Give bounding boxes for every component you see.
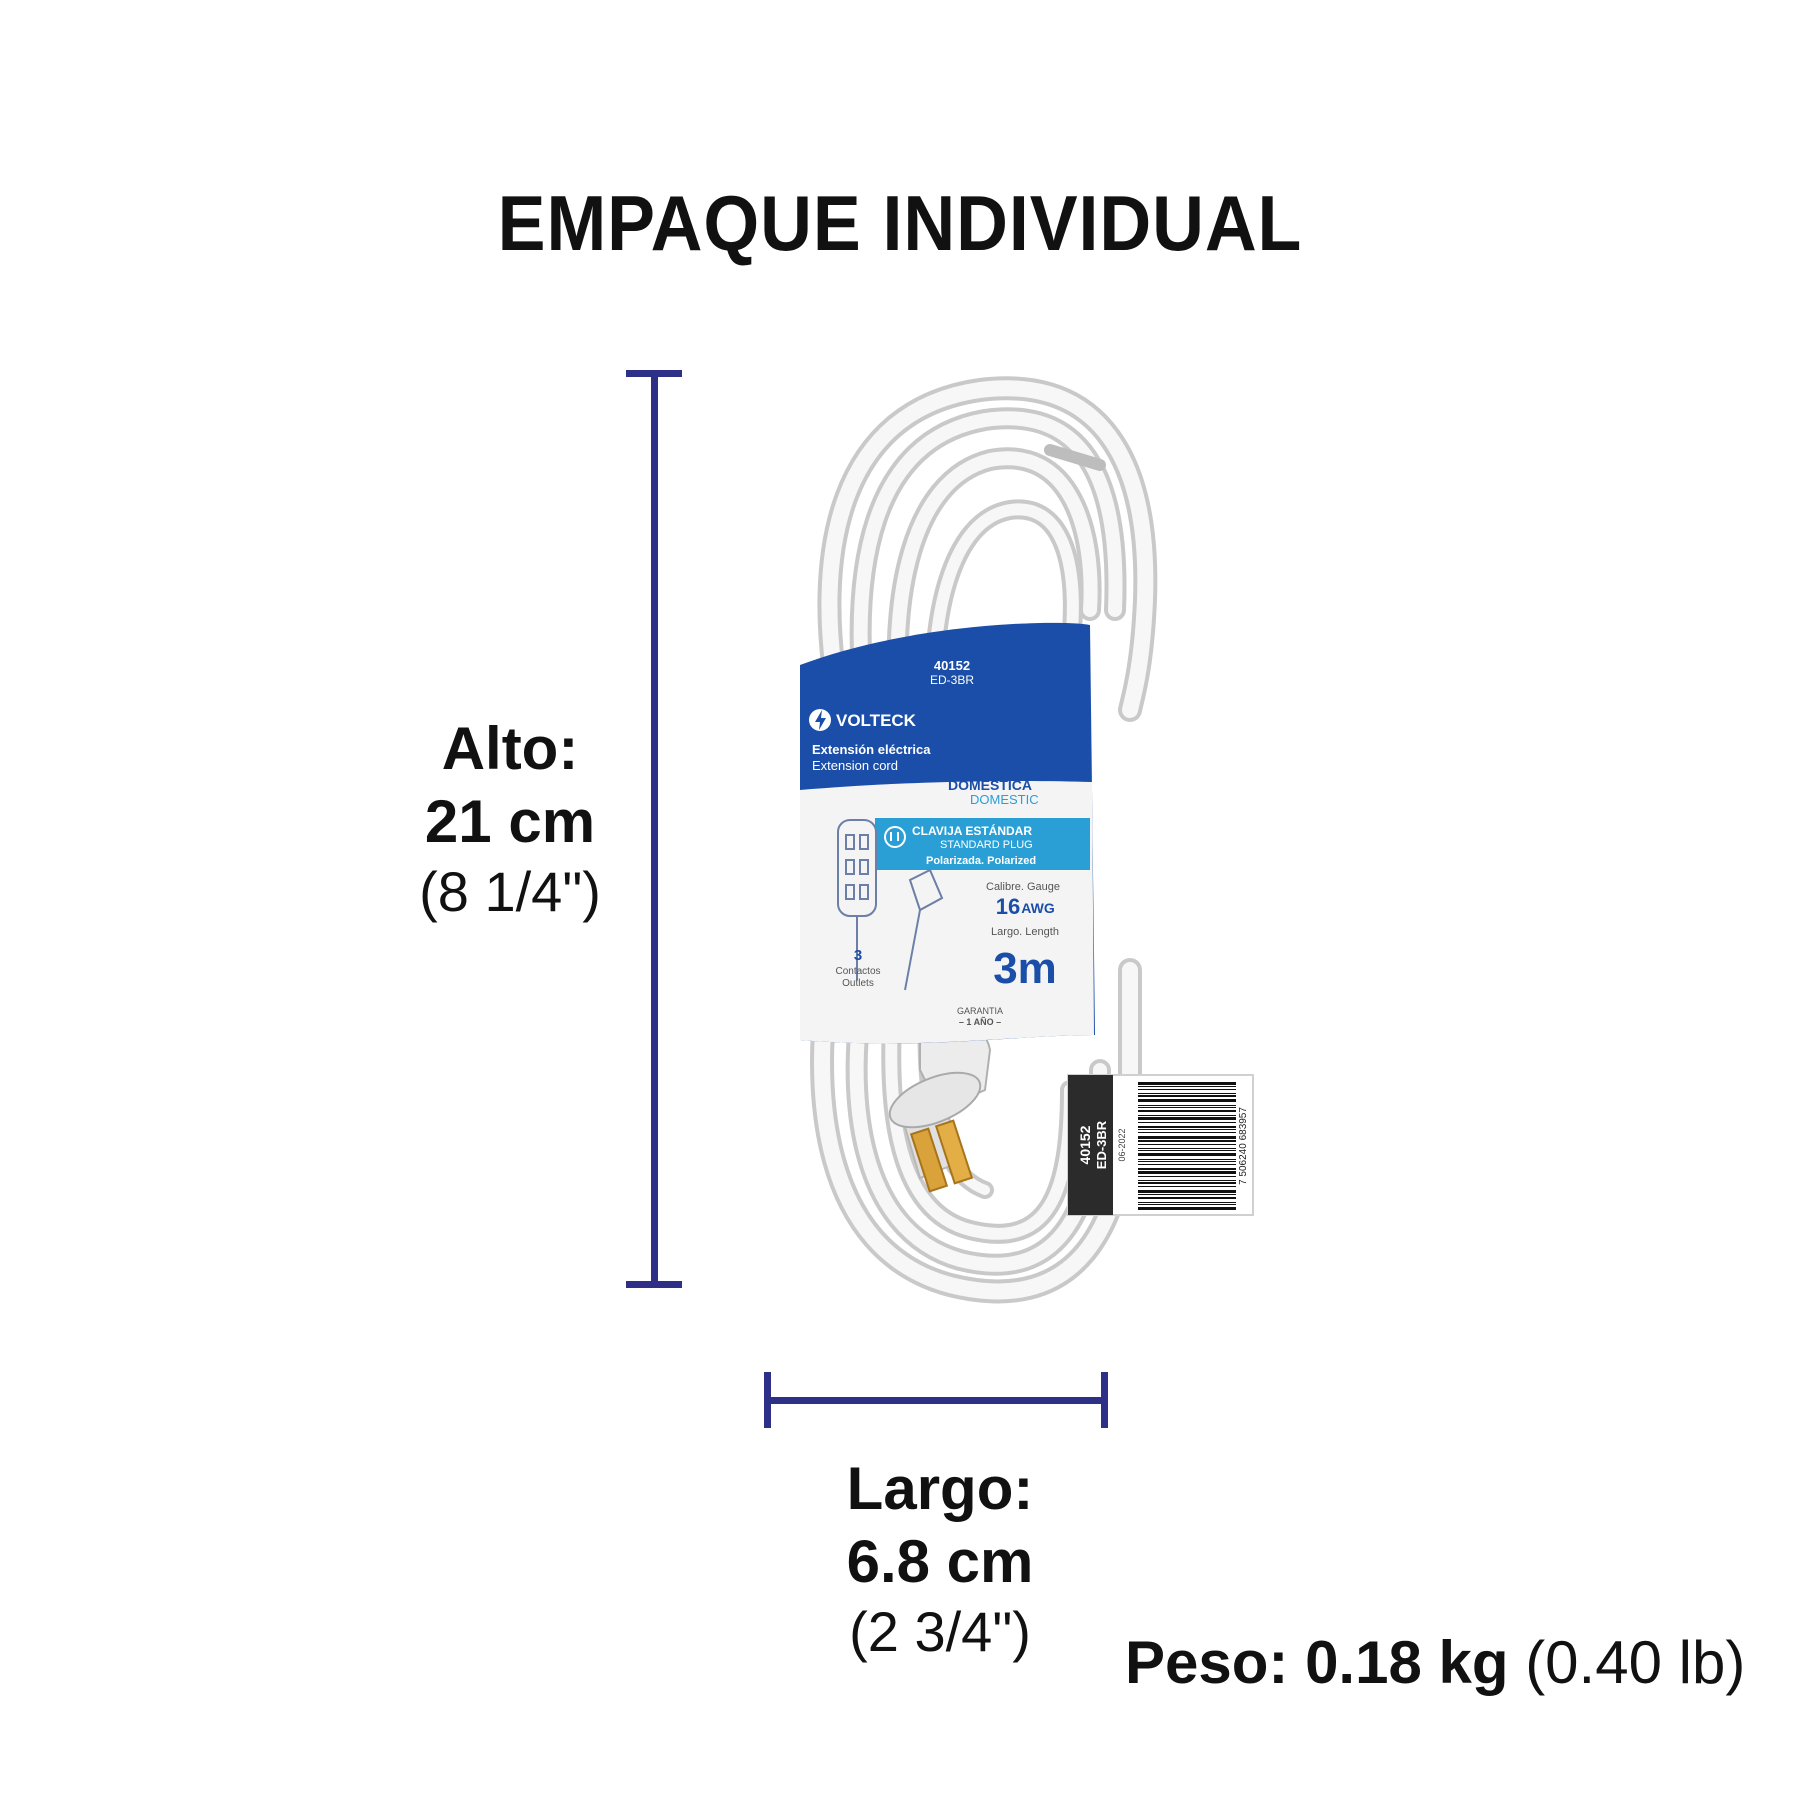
length-imperial: (2 3/4") <box>849 1600 1031 1664</box>
card-plug-title-en: STANDARD PLUG <box>940 839 1033 851</box>
height-imperial: (8 1/4") <box>419 860 601 924</box>
card-warranty-label: GARANTIA <box>957 1006 1003 1016</box>
card-line2: Extension cord <box>812 758 898 773</box>
height-value: 21 cm <box>424 788 596 856</box>
card-gauge-label: Calibre. Gauge <box>986 881 1060 893</box>
card-model: ED-3BR <box>930 673 974 687</box>
height-dimension: Alto: 21 cm (8 1/4") <box>380 712 640 927</box>
weight-label: Peso: <box>1125 1629 1289 1696</box>
card-warranty-value: – 1 AÑO – <box>959 1017 1001 1027</box>
barcode-icon <box>1138 1082 1236 1210</box>
package-card: 40152 ED-3BR VOLTECK Extensión eléctrica… <box>800 622 1095 1044</box>
card-brand: VOLTECK <box>836 711 917 730</box>
coiled-cord <box>817 376 1158 722</box>
tag-date: 06-2022 <box>1117 1128 1127 1161</box>
barcode-tag: 40152 ED-3BR 06-2022 7 506240 683957 <box>1067 1074 1254 1216</box>
page-title: EMPAQUE INDIVIDUAL <box>497 179 1303 267</box>
length-label: Largo: <box>846 1455 1034 1522</box>
card-contacts-label-en: Outlets <box>842 978 874 989</box>
height-label: Alto: <box>441 715 579 782</box>
card-gauge-unit: AWG <box>1021 900 1055 916</box>
outlet-strip-icon <box>837 819 944 991</box>
tag-barcode-number: 7 506240 683957 <box>1238 1107 1249 1185</box>
length-value: 6.8 cm <box>846 1528 1034 1596</box>
weight-imperial: (0.40 lb) <box>1525 1629 1746 1696</box>
volteck-logo-icon <box>809 709 831 731</box>
card-code: 40152 <box>934 658 970 673</box>
card-polarized: Polarizada. Polarized <box>926 855 1036 867</box>
card-contacts-label: Contactos <box>835 966 880 977</box>
card-gauge-value: 16 <box>996 894 1020 919</box>
card-line1: Extensión eléctrica <box>812 742 931 757</box>
length-dimension: Largo: 6.8 cm (2 3/4") <box>800 1452 1080 1667</box>
card-category: DOMÉSTICA <box>948 777 1032 793</box>
card-contacts-count: 3 <box>854 947 862 964</box>
weight-info: Peso: 0.18 kg (0.40 lb) <box>1125 1628 1745 1697</box>
product-image: 40152 ED-3BR VOLTECK Extensión eléctrica… <box>800 376 1254 1304</box>
card-category-en: DOMESTIC <box>970 792 1039 807</box>
tag-code: 40152 <box>1077 1125 1093 1164</box>
card-length-value: 3m <box>993 944 1057 993</box>
tag-model: ED-3BR <box>1094 1120 1109 1169</box>
card-plug-title: CLAVIJA ESTÁNDAR <box>912 823 1032 838</box>
weight-metric: 0.18 kg <box>1305 1629 1509 1696</box>
outlet-icon <box>884 826 906 848</box>
card-length-label: Largo. Length <box>991 926 1059 938</box>
